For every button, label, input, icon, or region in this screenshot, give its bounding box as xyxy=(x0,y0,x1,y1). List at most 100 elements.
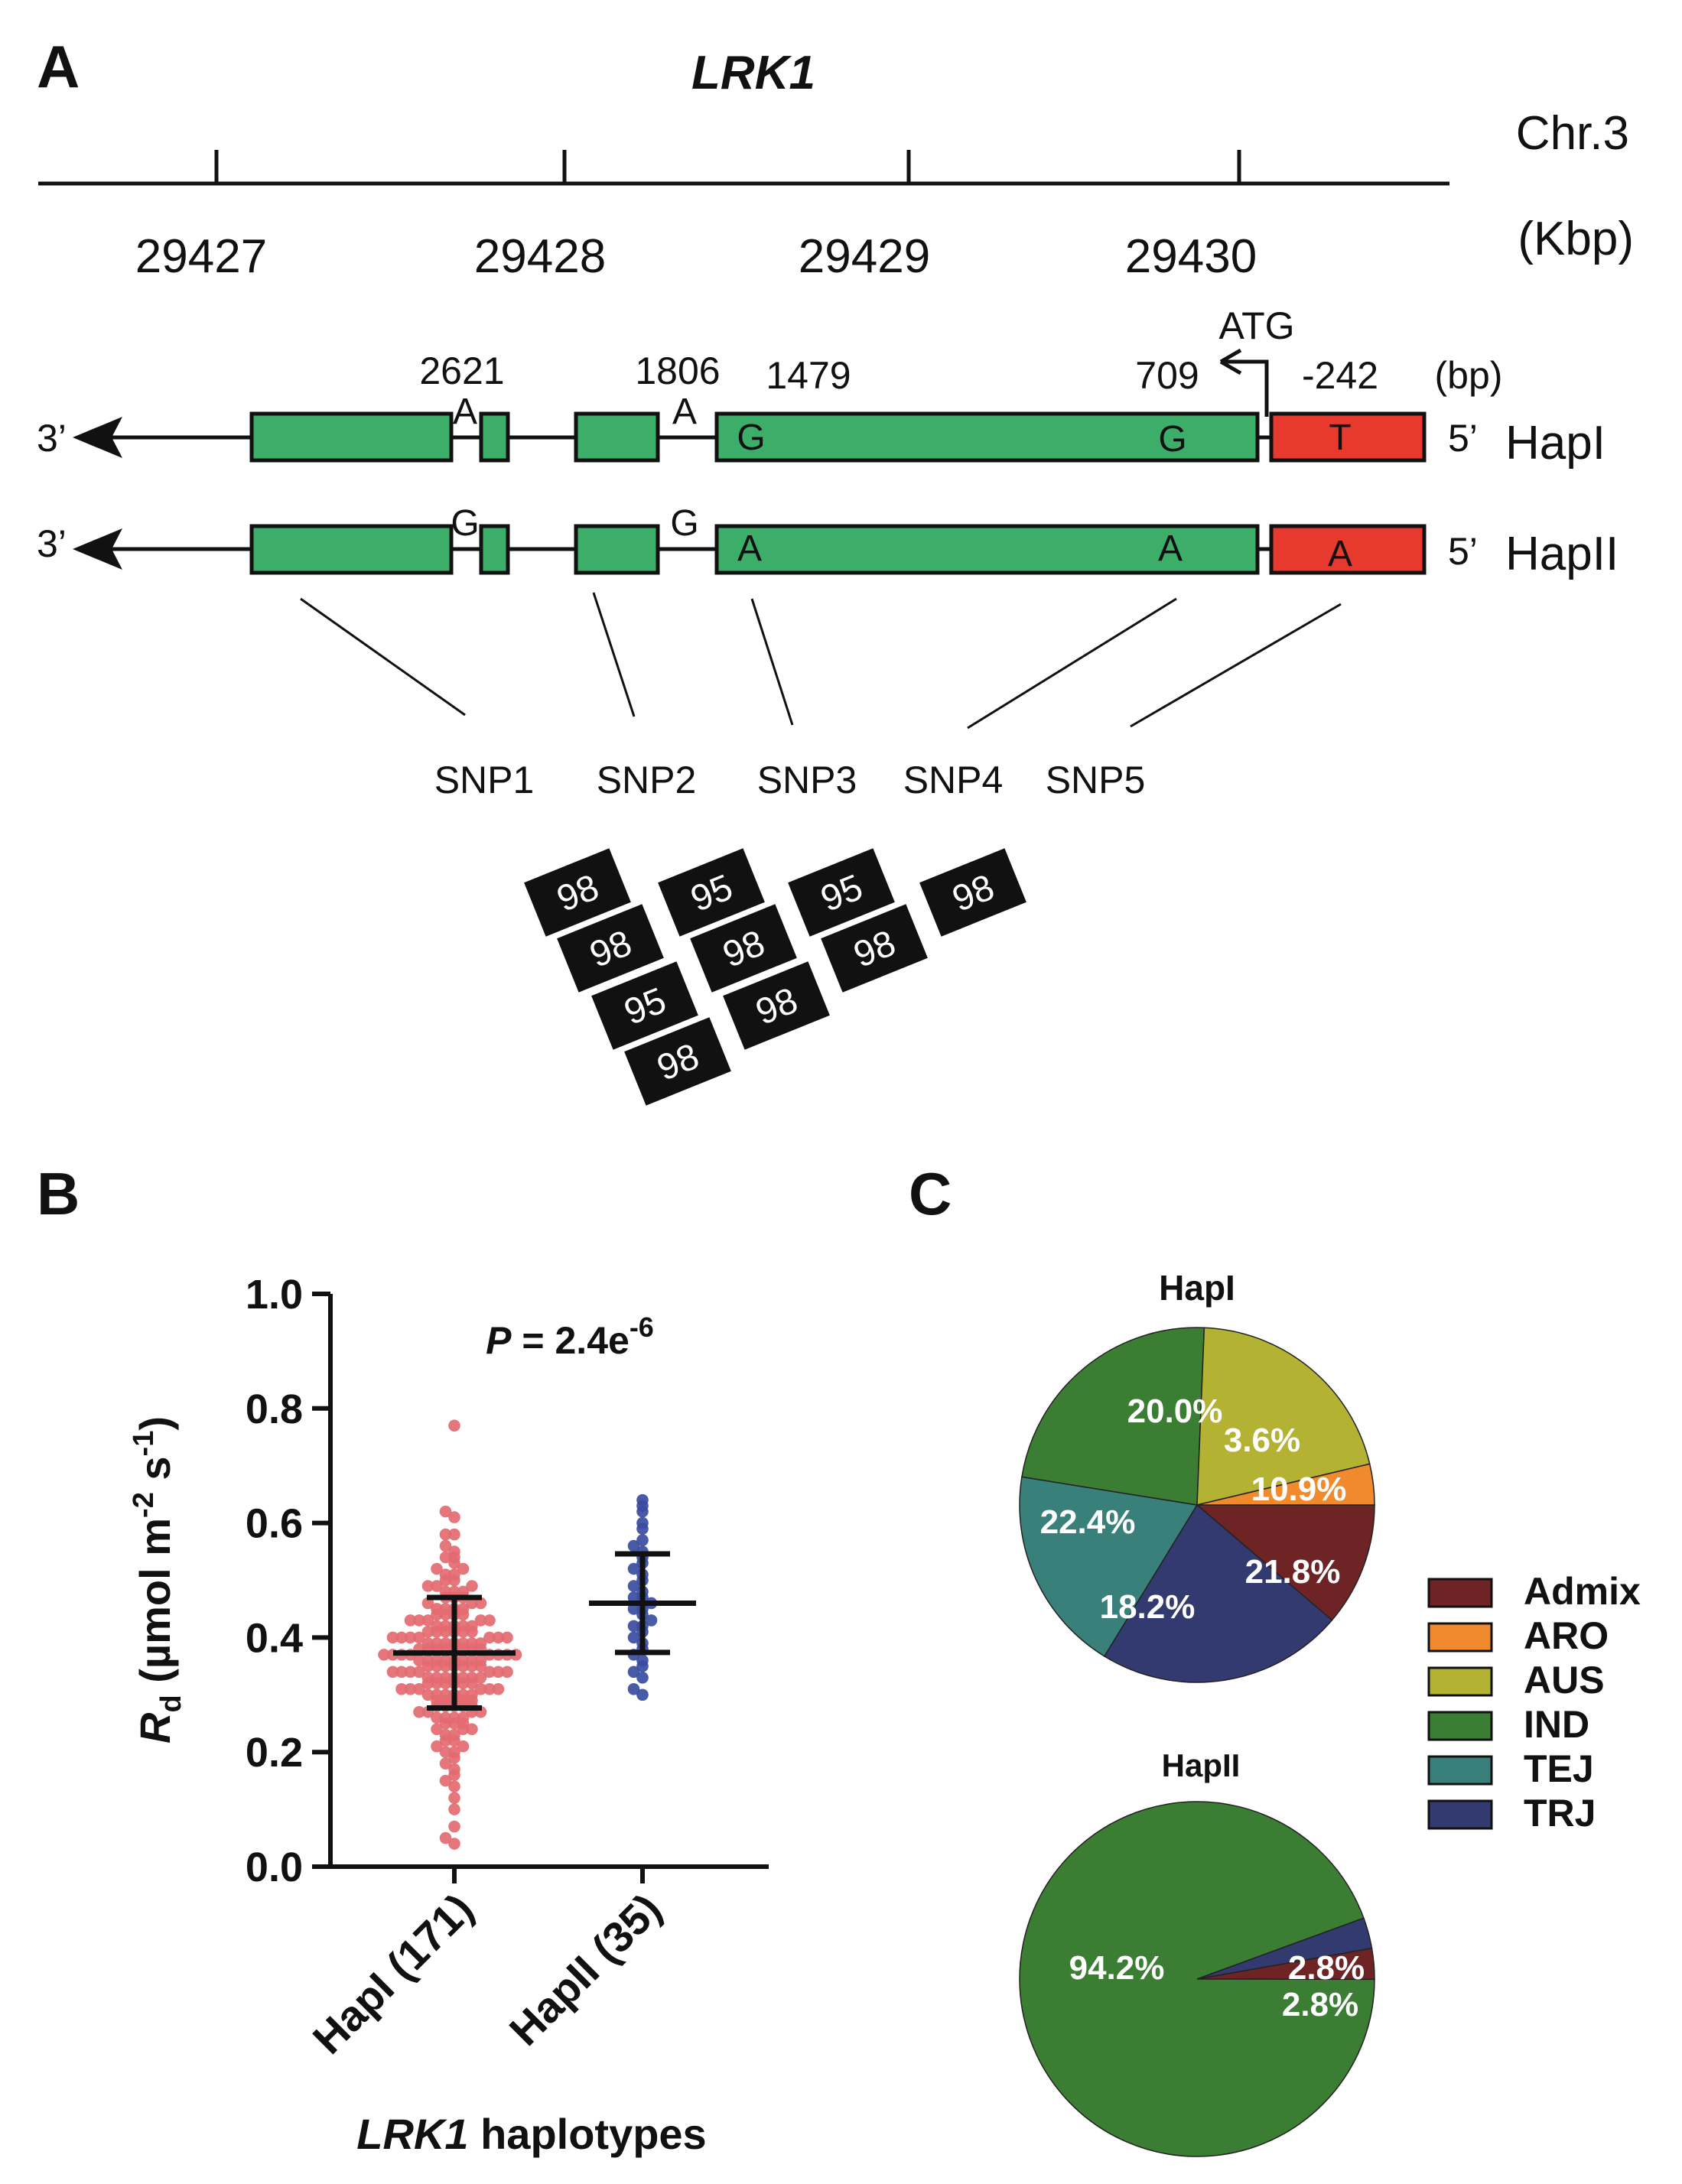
pie-title-hapii: HapII xyxy=(1162,1747,1241,1783)
exon-box xyxy=(714,411,1260,463)
data-point xyxy=(466,1597,478,1610)
data-point xyxy=(431,1672,443,1684)
allele-letter: G xyxy=(737,418,765,458)
snp-connector xyxy=(967,597,1177,730)
allele-letter: G xyxy=(1158,419,1186,460)
chromosome-label: Chr.3 xyxy=(1516,107,1629,160)
data-point xyxy=(395,1631,408,1644)
data-point xyxy=(421,1688,434,1701)
exon-box xyxy=(714,524,1260,575)
data-point xyxy=(413,1705,425,1718)
data-point xyxy=(448,1728,460,1741)
pie-slice xyxy=(1103,1503,1333,1683)
data-point xyxy=(448,1545,460,1558)
data-point xyxy=(474,1654,487,1667)
data-point xyxy=(457,1585,470,1598)
legend-swatch xyxy=(1427,1711,1493,1741)
data-point xyxy=(439,1688,452,1701)
promoter-box xyxy=(1269,411,1427,463)
haplotype-name: HapI xyxy=(1505,417,1606,470)
data-point xyxy=(627,1591,640,1604)
data-point xyxy=(457,1688,470,1701)
data-point xyxy=(483,1614,496,1627)
y-tick-label: 1.0 xyxy=(246,1272,303,1318)
data-point xyxy=(431,1688,443,1701)
data-point xyxy=(448,1792,460,1804)
data-point xyxy=(439,1757,452,1770)
data-point xyxy=(474,1637,487,1649)
ld-cell: 98 xyxy=(690,904,797,993)
data-point xyxy=(474,1672,487,1684)
data-point xyxy=(413,1631,425,1644)
data-point xyxy=(395,1683,408,1695)
data-point xyxy=(413,1654,425,1667)
exon-box xyxy=(249,411,454,463)
allele-letter: A xyxy=(453,392,477,432)
allele-letter: G xyxy=(451,503,479,544)
panel-b-label: B xyxy=(37,1160,80,1227)
data-point xyxy=(448,1803,460,1815)
bp-unit-label: (bp) xyxy=(1435,354,1503,397)
snp-connector xyxy=(750,598,794,726)
promoter-box xyxy=(1269,524,1427,575)
three-prime-label: 3’ xyxy=(37,522,67,565)
pie-slice xyxy=(1021,1327,1205,1506)
exon-box xyxy=(249,524,454,575)
allele-letter: G xyxy=(670,503,698,544)
data-point xyxy=(492,1631,505,1644)
snp-label: SNP4 xyxy=(903,759,1004,801)
y-tick-label: 0.0 xyxy=(246,1844,303,1890)
data-point xyxy=(448,1820,460,1833)
data-point xyxy=(413,1683,425,1695)
snp-connector xyxy=(300,597,466,717)
haplotype-track-hapii: 3’ G G A A A 5’ HapII xyxy=(37,503,1619,580)
data-point xyxy=(474,1683,487,1695)
data-point xyxy=(492,1683,505,1695)
x-category-label: HapI (171) xyxy=(304,1884,483,2063)
five-prime-label: 5’ xyxy=(1448,417,1478,460)
data-point xyxy=(627,1631,640,1644)
data-point xyxy=(421,1614,434,1627)
snp-label: SNP1 xyxy=(434,759,535,801)
snp-label: SNP5 xyxy=(1046,759,1146,801)
data-point xyxy=(466,1637,478,1649)
legend-swatch xyxy=(1427,1622,1493,1653)
data-point xyxy=(466,1688,478,1701)
pie-slice xyxy=(1196,1917,1373,1980)
data-point xyxy=(448,1528,460,1541)
data-point xyxy=(448,1419,460,1432)
data-point xyxy=(421,1654,434,1667)
transcription-arrow-head xyxy=(73,417,122,458)
pie-slice-label: 2.8% xyxy=(1288,1949,1365,1987)
pie-slice-label: 2.8% xyxy=(1282,1986,1358,2023)
exon-box xyxy=(479,411,510,463)
data-point xyxy=(483,1631,496,1644)
data-point xyxy=(483,1666,496,1679)
data-point xyxy=(466,1672,478,1684)
data-point xyxy=(645,1614,658,1627)
data-point xyxy=(466,1620,478,1633)
data-point xyxy=(448,1838,460,1850)
data-point xyxy=(448,1780,460,1792)
y-tick-label: 0.6 xyxy=(246,1501,303,1547)
data-point xyxy=(492,1666,505,1679)
data-point xyxy=(636,1534,649,1546)
ruler-tick-label: 29428 xyxy=(474,230,606,283)
ld-cell: 98 xyxy=(624,1017,731,1106)
data-point xyxy=(439,1654,452,1667)
x-axis-title: LRK1 haplotypes xyxy=(356,2110,706,2158)
data-point xyxy=(378,1649,390,1661)
data-point xyxy=(413,1614,425,1627)
legend-label: TEJ xyxy=(1524,1747,1594,1790)
data-point xyxy=(413,1666,425,1679)
data-point xyxy=(501,1666,513,1679)
ld-cell: 98 xyxy=(723,961,830,1050)
legend-label: ARO xyxy=(1524,1614,1609,1657)
data-point xyxy=(439,1672,452,1684)
transcription-arrow-head xyxy=(73,528,122,570)
snp-position: 1479 xyxy=(766,354,851,397)
mean-sd-bars xyxy=(393,1551,696,1711)
data-point xyxy=(421,1580,434,1592)
